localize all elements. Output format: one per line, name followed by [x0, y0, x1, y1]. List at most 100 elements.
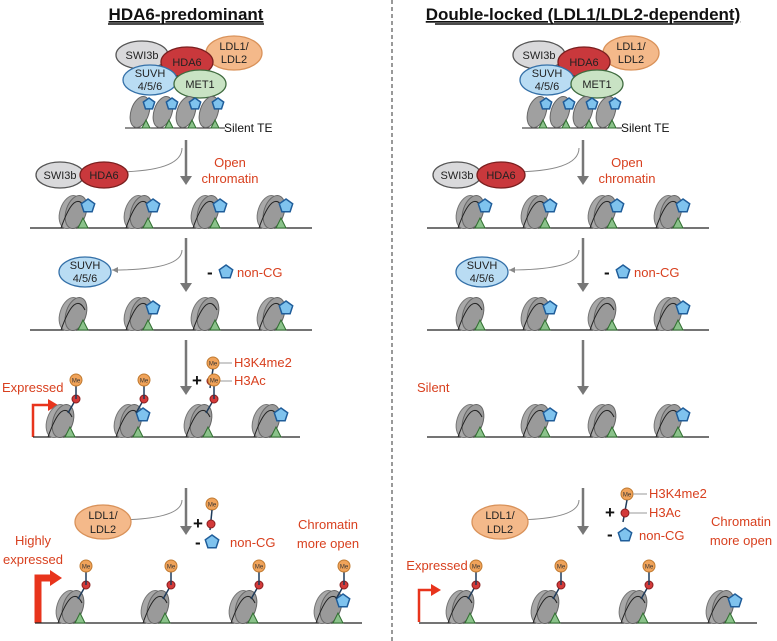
arrow-head-icon — [577, 386, 589, 395]
arrow-head-icon — [112, 267, 118, 273]
non-cg-methyl-pentagon-icon — [477, 198, 493, 213]
swi3b-label: SWI3b — [125, 50, 158, 62]
h3k4me2-mark-icon: Me — [206, 356, 220, 370]
non-cg-methyl-pentagon-icon — [608, 97, 622, 110]
recruit-arrow — [111, 249, 183, 271]
arrow-head-icon — [180, 176, 192, 185]
non-cg-label: non-CG — [230, 535, 276, 550]
non-cg-methyl-pentagon-icon — [80, 198, 96, 213]
expression-state-label: Expressed — [406, 558, 467, 573]
h3ac-label: H3Ac — [649, 505, 681, 520]
dna-wrap — [457, 302, 483, 331]
arrow-head-icon — [180, 386, 192, 395]
me-label: Me — [140, 379, 149, 385]
hda6-protein — [79, 161, 129, 189]
open-chromatin-label: Open — [611, 155, 643, 170]
cg-methyl-triangle-icon — [209, 318, 221, 331]
ldl1-label: LDL1/ — [219, 41, 249, 53]
dna-wrap — [192, 302, 218, 331]
nucleosome: Me — [113, 373, 151, 438]
cg-methyl-triangle-icon — [64, 425, 76, 438]
dna-wrap — [620, 595, 646, 624]
minus-sign: - — [604, 263, 610, 282]
met1-protein — [173, 69, 227, 99]
dna-wrap — [142, 595, 168, 624]
hda6-protein — [476, 161, 526, 189]
cg-methyl-triangle-icon — [74, 611, 86, 624]
cg-methyl-triangle-icon — [549, 611, 561, 624]
h3k4me2-mark-icon: Me — [205, 497, 219, 511]
non-cg-label: non-CG — [634, 265, 680, 280]
h3k4me2-mark-icon: Me — [642, 559, 656, 573]
non-cg-methyl-pentagon-icon — [562, 97, 576, 110]
nucleosome: Me — [140, 559, 178, 624]
cg-methyl-triangle-icon — [539, 216, 551, 229]
nucleosome: Me — [530, 559, 568, 624]
non-cg-methyl-pentagon-icon — [542, 407, 558, 422]
h3k4me2-mark-icon: Me — [207, 373, 221, 387]
cg-methyl-triangle-icon — [637, 611, 649, 624]
cg-methyl-triangle-icon — [141, 118, 151, 129]
h3k4me2-mark-icon: Me — [164, 559, 178, 573]
arrow-head-icon — [577, 526, 589, 535]
arrow-head-icon — [431, 584, 441, 596]
met1-label: MET1 — [185, 79, 214, 91]
cg-methyl-triangle-icon — [275, 318, 287, 331]
cg-methyl-triangle-icon — [270, 425, 282, 438]
non-cg-methyl-pentagon-icon — [675, 407, 691, 422]
suvh-label: SUVH — [467, 260, 498, 272]
nucleosome — [587, 297, 618, 331]
nucleosome — [587, 404, 618, 438]
non-cg-label: non-CG — [639, 528, 685, 543]
cg-methyl-triangle-icon — [132, 425, 144, 438]
panel-title: HDA6-predominant — [109, 5, 264, 24]
non-cg-methyl-pentagon-icon — [542, 300, 558, 315]
cg-methyl-triangle-icon — [77, 216, 89, 229]
cg-methyl-triangle-icon — [606, 318, 618, 331]
cg-methyl-triangle-icon — [606, 216, 618, 229]
dna-wrap — [60, 302, 86, 331]
cg-methyl-triangle-icon — [209, 216, 221, 229]
expression-state-label: Expressed — [2, 380, 63, 395]
met1-protein — [570, 69, 624, 99]
suvh-label: 4/5/6 — [535, 81, 559, 93]
arrow-head-icon — [180, 526, 192, 535]
me-label: Me — [255, 565, 264, 571]
arrow-head-icon — [180, 283, 192, 292]
cg-methyl-triangle-icon — [464, 611, 476, 624]
hda6-label: HDA6 — [486, 170, 515, 182]
me-circle — [554, 559, 568, 573]
nucleosome: Me — [618, 559, 656, 624]
me-label: Me — [167, 565, 176, 571]
me-label: Me — [72, 379, 81, 385]
non-cg-methyl-pentagon-icon — [539, 97, 553, 110]
nucleosome: Me — [445, 559, 483, 624]
dna-wrap — [185, 409, 211, 438]
arrow-head-icon — [577, 283, 589, 292]
met1-label: MET1 — [582, 79, 611, 91]
chromatin-open-label: Chromatin — [711, 514, 771, 529]
nucleosome — [653, 297, 691, 331]
nucleosome — [705, 590, 743, 624]
ldl-protein — [471, 504, 529, 540]
cg-methyl-triangle-icon — [332, 611, 344, 624]
swi3b-label: SWI3b — [522, 50, 555, 62]
expression-state-label: Silent — [417, 380, 450, 395]
h3ac-mark-icon — [206, 519, 216, 529]
promoter-arrow-icon — [34, 574, 52, 623]
expression-state-label: Highly — [15, 533, 52, 548]
nucleosome — [123, 297, 161, 331]
ldl-protein — [74, 504, 132, 540]
cg-methyl-triangle-icon — [210, 118, 220, 129]
silent-te-label: Silent TE — [621, 121, 669, 135]
chromatin-open-label: more open — [710, 533, 772, 548]
suvh-protein — [455, 256, 509, 288]
cg-methyl-triangle-icon — [672, 425, 684, 438]
me-label: Me — [208, 503, 217, 509]
non-cg-methyl-pentagon-icon — [278, 300, 294, 315]
cg-methyl-triangle-icon — [672, 318, 684, 331]
cg-methyl-triangle-icon — [539, 425, 551, 438]
ldl1-label: LDL1/ — [88, 510, 118, 522]
cg-methyl-triangle-icon — [77, 318, 89, 331]
arrow-head-icon — [48, 399, 58, 411]
